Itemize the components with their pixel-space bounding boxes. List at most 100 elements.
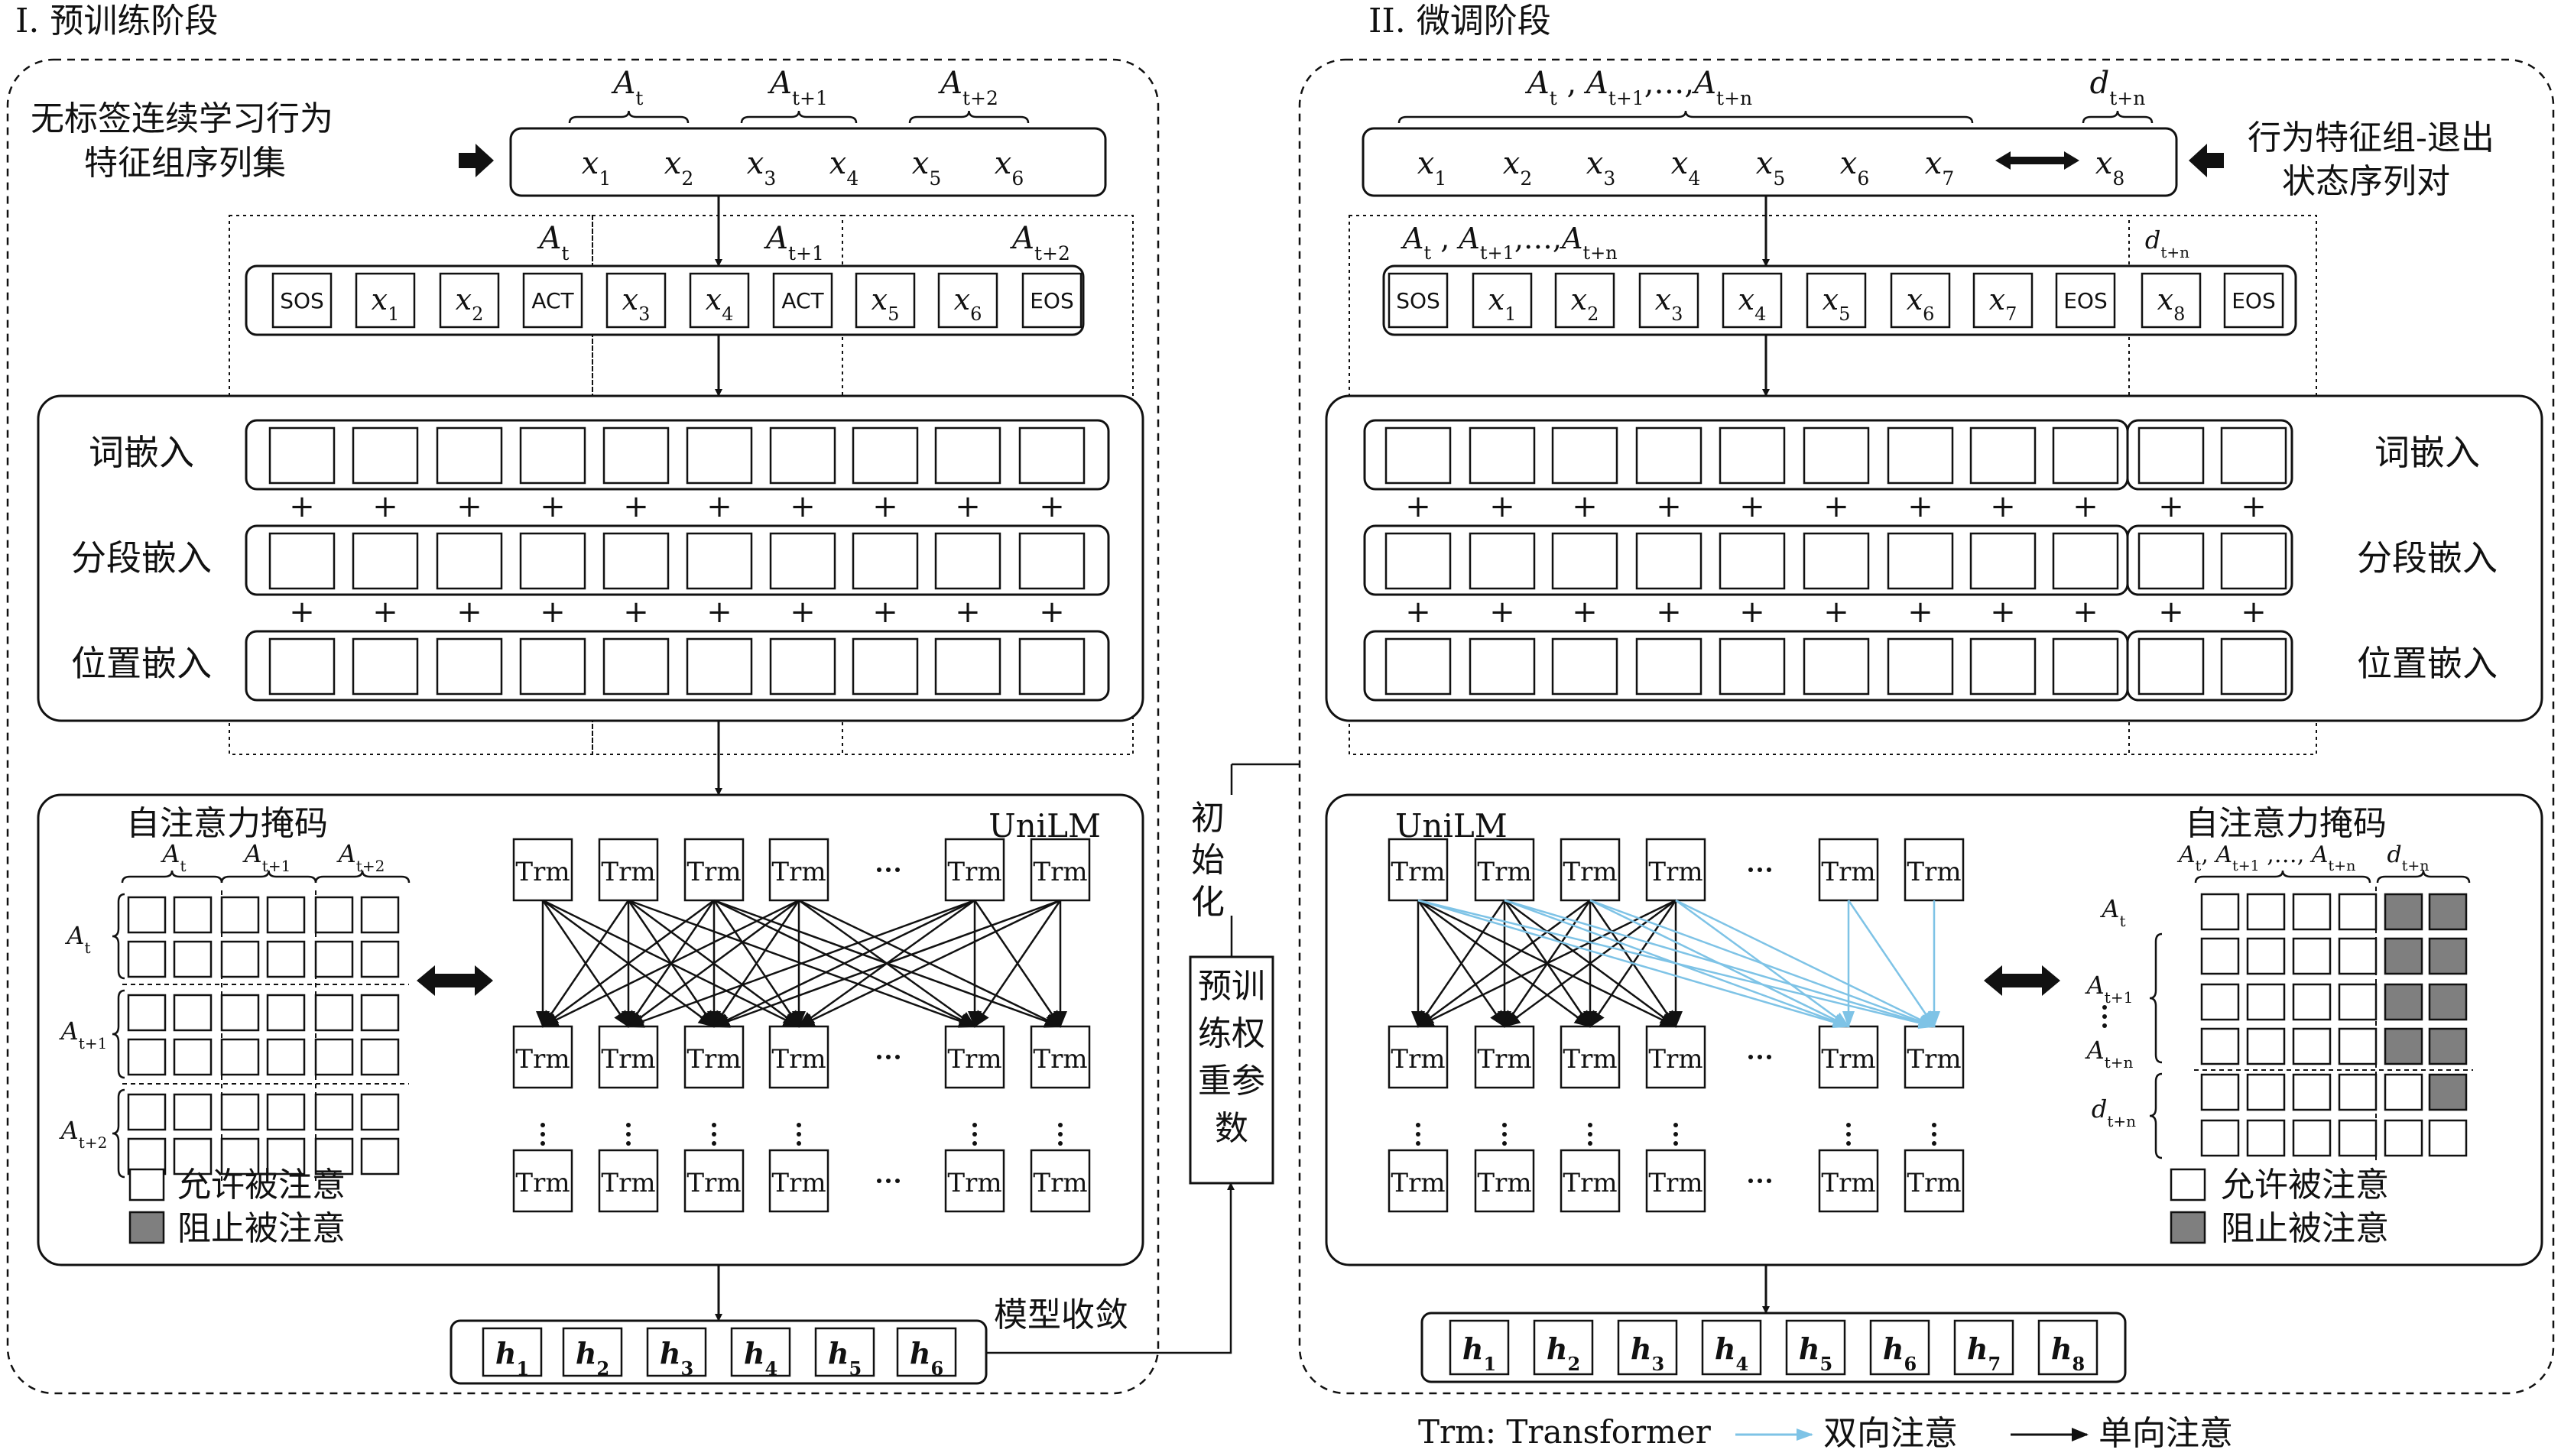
plus-sign: + (372, 489, 398, 524)
trm-label: Trm (1821, 1168, 1875, 1198)
plus-sign: + (1823, 595, 1849, 630)
trm-label: Trm (947, 1044, 1001, 1075)
mask-row-brace (112, 1088, 125, 1179)
trm-vdots (797, 1132, 801, 1137)
mask-cell (220, 1038, 260, 1076)
finetune-segment-label-d: dt+n (2145, 225, 2189, 261)
plus-sign: + (1656, 489, 1682, 524)
sequence-token: ACT (531, 288, 574, 313)
segment-label-At: At (537, 221, 570, 264)
output-token: h2 (1547, 1331, 1580, 1375)
sequence-token-box (1021, 272, 1083, 329)
mask-cell (127, 940, 167, 978)
embedding-cell (519, 637, 586, 696)
embedding-cell (1719, 532, 1786, 590)
sequence-token-box (1972, 272, 2034, 329)
mask-cell (2246, 1027, 2286, 1065)
embedding-cell (1384, 637, 1452, 696)
finetune-output-row (1420, 1312, 2127, 1383)
embedding-cell (2137, 532, 2205, 590)
trm-ellipsis (895, 1055, 900, 1059)
output-token: h6 (910, 1336, 943, 1380)
trm-label: Trm (687, 857, 741, 887)
finetune-mask-row-vdots (2102, 1014, 2107, 1019)
trm-label: Trm (771, 857, 826, 887)
finetune-mask-row-label: dt+n (2092, 1094, 2136, 1130)
trm-label: Trm (1391, 1168, 1445, 1198)
output-box (646, 1327, 707, 1377)
pretrain-legend-allow: 允许被注意 (177, 1166, 346, 1205)
plus-sign: + (2072, 595, 2098, 630)
pair-double-arrow (1995, 151, 2079, 170)
trm-box (1645, 1025, 1706, 1089)
trm-label: Trm (515, 857, 570, 887)
finetune-title: II. 微调阶段 (1368, 2, 1551, 41)
trm-vdots (540, 1132, 545, 1137)
mask-cell (2200, 1027, 2240, 1065)
plus-sign: + (540, 489, 566, 524)
mask-row-brace (112, 989, 125, 1079)
trm-ellipsis (895, 1179, 900, 1183)
trm-vdots (1502, 1123, 1507, 1127)
plus-sign: + (1739, 595, 1765, 630)
output-box (2037, 1319, 2098, 1376)
init-char: 初 (1191, 799, 1225, 838)
mask-col-label: At+1 (242, 839, 291, 875)
trm-ellipsis (1767, 1179, 1771, 1183)
finetune-attention-line-bi (1847, 900, 1936, 1028)
finetune-input-x: x2 (1503, 146, 1532, 190)
plus-sign: + (1907, 595, 1933, 630)
plus-sign: + (540, 595, 566, 630)
embedding-cell (1719, 426, 1786, 485)
sequence-token-box (1388, 272, 1449, 329)
embedding-label: 位置嵌入 (2357, 643, 2498, 684)
plus-sign: + (1656, 595, 1682, 630)
plus-sign: + (1039, 595, 1065, 630)
finetune-input-x: x8 (2095, 146, 2124, 190)
embedding-cell (1551, 532, 1618, 590)
trm-ellipsis (1748, 1055, 1753, 1059)
legend-trm-text: Trm: Transformer (1418, 1413, 1712, 1451)
plus-sign: + (2241, 489, 2267, 524)
trm-ellipsis (1767, 867, 1771, 872)
finetune-legend-block: 阻止被注意 (2221, 1209, 2389, 1248)
sequence-token: EOS (1030, 288, 1074, 313)
mask-cell (2384, 983, 2423, 1021)
sequence-token: EOS (2232, 288, 2276, 313)
trm-ellipsis (1758, 1179, 1762, 1183)
pretrain-attention-line (541, 900, 630, 1028)
plus-sign: + (1739, 489, 1765, 524)
embedding-label: 词嵌入 (2374, 432, 2480, 473)
embedding-cell (1803, 532, 1870, 590)
mask-cell (360, 994, 400, 1032)
trm-box (1560, 838, 1621, 902)
trm-box (768, 1149, 829, 1213)
trm-box (1030, 838, 1091, 902)
mask-cell (2200, 1119, 2240, 1157)
finetune-input-box (1362, 127, 2178, 197)
trm-vdots (1058, 1123, 1063, 1127)
sequence-token-box (937, 272, 998, 329)
pretrain-input-x: x6 (995, 146, 1024, 190)
trm-vdots (1846, 1141, 1851, 1146)
finetune-mask-col-brace (2376, 870, 2471, 884)
trm-label: Trm (601, 1168, 655, 1198)
trm-vdots (1416, 1141, 1420, 1146)
finetune-brace-d (2082, 110, 2154, 124)
plus-sign: + (1990, 595, 2016, 630)
embedding-cell (769, 532, 836, 590)
output-box (1701, 1319, 1762, 1376)
trm-vdots (972, 1123, 977, 1127)
sequence-token: x5 (1823, 283, 1851, 325)
trm-vdots (1416, 1132, 1420, 1137)
trm-ellipsis (895, 867, 900, 872)
pretrain-attention-line (712, 899, 975, 1028)
trm-vdots (1673, 1132, 1678, 1137)
trm-box (598, 1025, 659, 1089)
pretrain-input-box (509, 127, 1107, 197)
embedding-cell (934, 532, 1001, 590)
plus-sign: + (1907, 489, 1933, 524)
output-token: h3 (660, 1336, 693, 1380)
mask-cell (173, 1038, 213, 1076)
trm-ellipsis (1748, 867, 1753, 872)
